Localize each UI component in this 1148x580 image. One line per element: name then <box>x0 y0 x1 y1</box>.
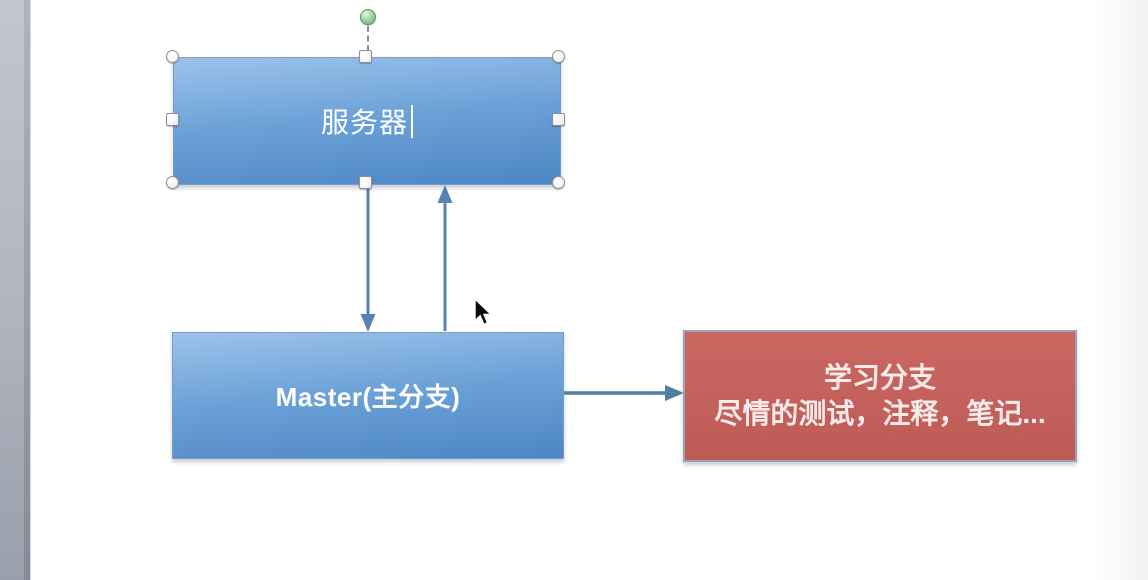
resize-handle-middle-right[interactable] <box>552 113 565 126</box>
shape-learn-title: 学习分支 <box>823 362 936 393</box>
resize-handle-bottom-middle[interactable] <box>359 176 372 189</box>
shape-server[interactable]: 服务器 <box>173 57 561 185</box>
resize-handle-middle-left[interactable] <box>166 113 179 126</box>
app-left-edge-strip <box>0 0 24 580</box>
app-left-edge-line <box>24 0 31 580</box>
resize-handle-top-left[interactable] <box>166 50 179 63</box>
shape-master[interactable]: Master(主分支) <box>172 332 564 459</box>
shape-learn-subtitle: 尽情的测试，注释，笔记... <box>714 398 1046 429</box>
connector-server-to-master[interactable] <box>360 188 376 332</box>
resize-handle-bottom-left[interactable] <box>166 176 179 189</box>
shape-learn-branch[interactable]: 学习分支 尽情的测试，注释，笔记... <box>683 330 1077 462</box>
connector-master-to-server[interactable] <box>437 185 453 331</box>
rotate-handle-stem <box>367 26 369 51</box>
rotate-handle-icon[interactable] <box>360 9 376 25</box>
connector-master-to-learn[interactable] <box>564 385 684 401</box>
canvas-right-edge-fade <box>1090 0 1148 580</box>
resize-handle-top-middle[interactable] <box>359 50 372 63</box>
mouse-cursor-icon <box>474 299 493 326</box>
resize-handle-top-right[interactable] <box>552 50 565 63</box>
text-caret <box>411 104 413 138</box>
shape-server-label: 服务器 <box>320 108 408 139</box>
resize-handle-bottom-right[interactable] <box>552 176 565 189</box>
shape-master-label: Master(主分支) <box>275 382 461 412</box>
